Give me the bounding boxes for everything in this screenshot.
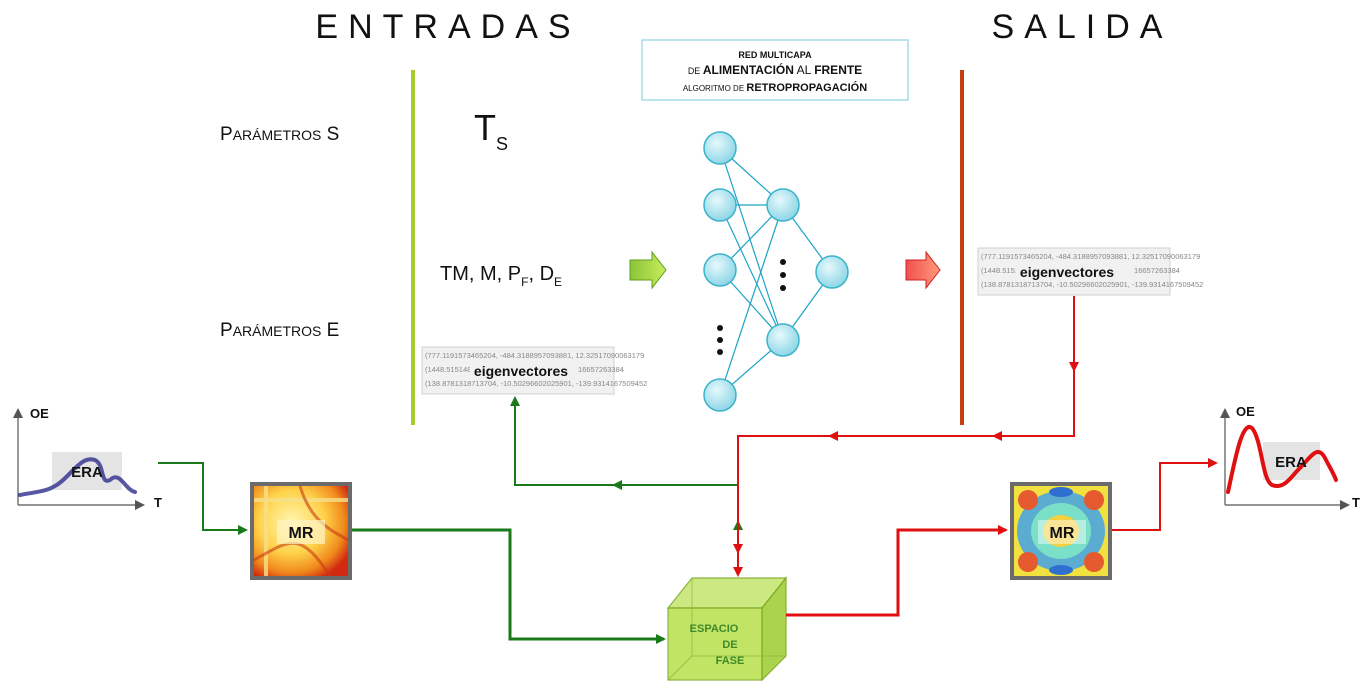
svg-text:(777.1191573465204, -484.31889: (777.1191573465204, -484.3188957093881, … [981, 252, 1200, 261]
eigenvector-label-input: eigenvectores [474, 363, 568, 379]
input-neuron-1 [703, 131, 737, 165]
output-block-arrow [905, 250, 941, 290]
left-mr-label: MR [289, 525, 314, 542]
hidden-neuron-2 [766, 323, 800, 357]
params-e-label: PARÁMETROS E [220, 320, 339, 341]
network-title-line1: RED MULTICAPA [738, 50, 812, 60]
phase-space-line1: ESPACIO [690, 623, 739, 635]
left-plot-y-label: OE [30, 406, 49, 421]
right-mr-matrix: MR [1010, 482, 1112, 580]
inputs-divider-bar [411, 70, 415, 425]
output-divider-bar [960, 70, 964, 425]
flow-phase-to-mr [786, 525, 1008, 617]
flow-mr-to-phase-space [352, 528, 666, 644]
eigenvector-label-output: eigenvectores [1020, 264, 1114, 280]
eigenvector-box-input: (777.1191573465204, -484.3188957093881, … [421, 346, 647, 395]
input-neuron-2 [703, 188, 737, 222]
left-plot-x-label: T [154, 495, 162, 510]
phase-space-line2: DE [722, 639, 737, 651]
right-mr-label: MR [1050, 525, 1075, 542]
right-era-label: ERA [1275, 454, 1307, 471]
right-plot-y-label: OE [1236, 404, 1255, 419]
params-s-label: PARÁMETROS S [220, 124, 339, 145]
red-flow [733, 296, 1218, 617]
network-title-line2: DE ALIMENTACIÓN AL FRENTE [688, 62, 862, 77]
left-mr-matrix: MR [250, 482, 352, 580]
flow-phase-to-eigen [510, 396, 739, 575]
input-neuron-3 [703, 253, 737, 287]
svg-text:(777.1191573465204, -484.31889: (777.1191573465204, -484.3188957093881, … [425, 351, 644, 360]
right-response-plot: OE T ERA [1220, 404, 1360, 510]
output-heading: SALIDA [992, 8, 1173, 46]
left-era-curve [18, 457, 137, 497]
flow-era-to-mr [158, 462, 248, 535]
green-flow [158, 396, 743, 644]
phase-space-line3: FASE [716, 655, 745, 667]
eigenvector-box-output: (777.1191573465204, -484.3188957093881, … [977, 247, 1203, 296]
inputs-heading: ENTRADAS [315, 8, 580, 46]
input-layer-ellipsis [717, 325, 723, 355]
e-variables: TM, M, PF, DE [440, 263, 562, 289]
flow-mr-to-era [1112, 458, 1218, 531]
right-era-curve [1226, 424, 1338, 494]
output-neuron [815, 255, 849, 289]
network-title-line3: ALGORITMO DE RETROPROPAGACIÓN [683, 81, 867, 94]
neural-network [703, 131, 849, 412]
network-title-box: RED MULTICAPA DE ALIMENTACIÓN AL FRENTE … [641, 39, 909, 101]
phase-space-cube: ESPACIO DE FASE [666, 576, 788, 682]
input-neuron-4 [703, 378, 737, 412]
svg-text:(138.8781318713704, -10.502966: (138.8781318713704, -10.50296602025901, … [981, 280, 1203, 289]
hidden-layer-ellipsis [780, 259, 786, 291]
svg-text:(138.8781318713704, -10.502966: (138.8781318713704, -10.50296602025901, … [425, 379, 647, 388]
right-plot-x-label: T [1352, 495, 1360, 510]
left-response-plot: OE T ERA [13, 406, 162, 510]
hidden-neuron-1 [766, 188, 800, 222]
ts-parameter: TS [474, 107, 508, 154]
left-era-label: ERA [71, 464, 103, 481]
input-block-arrow [629, 250, 667, 290]
network-connections [719, 147, 833, 396]
